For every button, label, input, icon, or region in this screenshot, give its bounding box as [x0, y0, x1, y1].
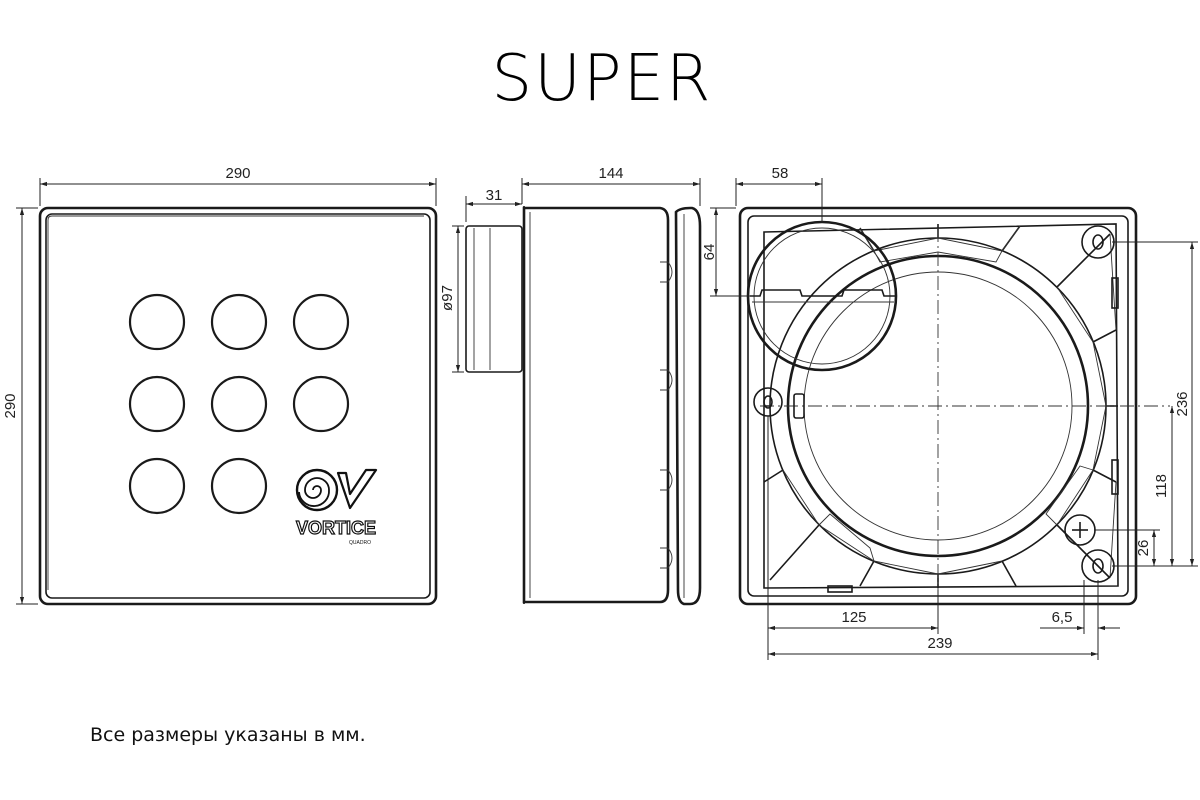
side-view: 31 144 ø97	[439, 165, 702, 606]
mount-hole-left	[753, 387, 783, 417]
spigot-diameter-label: ø97	[439, 285, 456, 311]
duct-offset-y-label: 64	[701, 244, 718, 261]
screw-edge-label: 6,5	[1052, 609, 1073, 626]
button-1	[128, 293, 186, 351]
center-x-label: 125	[841, 609, 866, 626]
hole-height-label: 118	[1153, 474, 1170, 498]
rear-height-label: 236	[1174, 391, 1191, 416]
side-depth-label: 144	[598, 165, 623, 182]
logo-subtitle: QUADRO	[349, 540, 371, 546]
spigot	[465, 225, 523, 373]
front-height-label: 290	[2, 393, 19, 418]
vortice-logo: VORTICE QUADRO	[295, 468, 378, 546]
button-3	[292, 293, 350, 351]
units-note: Все размеры указаны в мм.	[90, 724, 366, 746]
mount-hole-top-right	[1081, 225, 1115, 259]
button-grid	[128, 293, 350, 515]
button-2	[210, 293, 268, 351]
button-7	[128, 457, 186, 515]
rear-width-label: 239	[927, 635, 952, 652]
duct-offset-x-label: 58	[772, 165, 789, 182]
rear-view: 58 64 236 118 26 125 6,5 239	[701, 165, 1198, 660]
front-view: VORTICE QUADRO 290 290	[2, 165, 438, 606]
front-width-label: 290	[225, 165, 250, 182]
screw-offset-label: 26	[1135, 540, 1152, 557]
spigot-length-label: 31	[486, 187, 503, 204]
button-4	[128, 375, 186, 433]
logo-brand: VORTICE	[296, 518, 376, 538]
button-6	[292, 375, 350, 433]
button-5	[210, 375, 268, 433]
drawing-title: SUPER	[492, 42, 713, 116]
button-8	[210, 457, 268, 515]
screw-terminal	[1064, 514, 1096, 546]
